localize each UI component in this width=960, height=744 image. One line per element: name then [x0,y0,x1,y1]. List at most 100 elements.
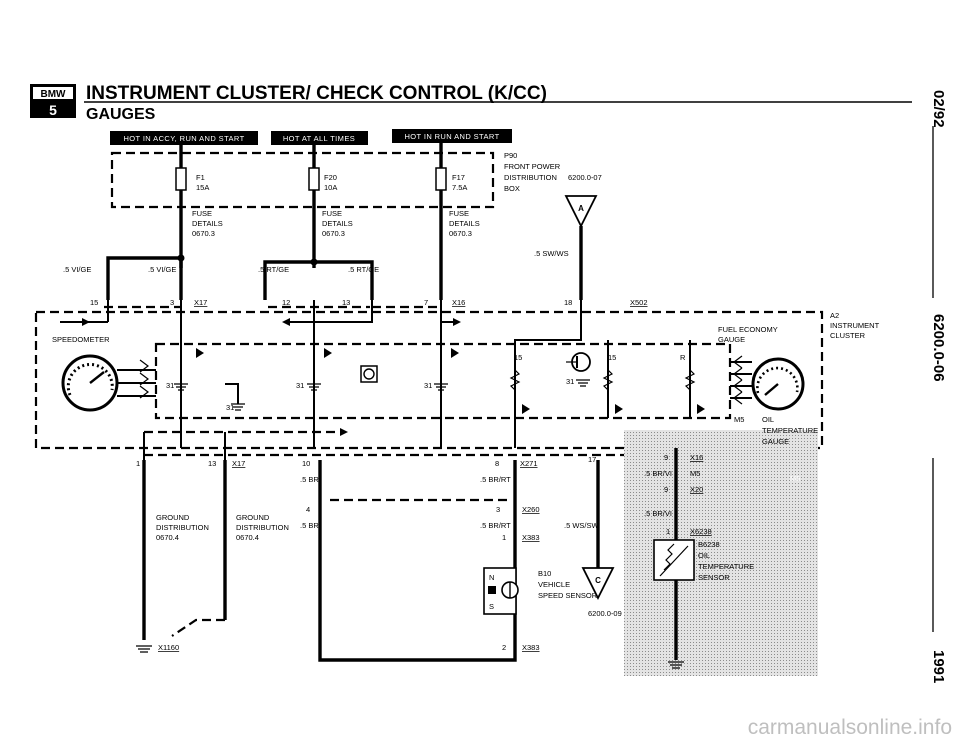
fuse-f1-details-2: DETAILS [192,219,223,228]
vss-pin-s: S [489,602,494,611]
wire-label-vi-ge-1: .5 VI/GE [63,265,91,274]
check-control-icon [360,365,378,383]
banner-run-start-label: HOT IN RUN AND START [404,132,499,141]
vss-ref: 6200.0-09 [588,609,622,618]
pin-3: 3 [170,298,174,307]
oil-gauge-arrows [733,355,743,405]
arrow-3 [453,318,461,326]
banner-run-start [392,129,512,143]
ref-a-label: A [578,204,584,213]
pin-3-b: 3 [496,505,500,514]
ground-dist-1-line-3: 0670.4 [156,533,179,542]
vehicle-speed-sensor-icon [483,567,519,615]
arrow-6 [451,348,459,358]
fuse-f1-symbol [175,167,187,191]
connector-x17-b: X17 [232,459,245,468]
ground-31-d-label: 31 [424,381,432,390]
connector-x383-a: X383 [522,533,540,542]
ground-31-c [307,383,321,391]
page-subtitle: GAUGES [86,106,156,123]
m5-label-b: M5 [690,469,700,478]
wire-label-sw-ws: .5 SW/WS [534,249,569,258]
wire-label-ws-sw: .5 WS/SW [564,521,600,530]
wire-rt-ge-left [263,260,314,300]
pin-9: 9 [664,453,668,462]
splice-2 [310,258,318,266]
ground-31-a-label: 31 [166,381,174,390]
connector-x1160: X1160 [158,643,179,652]
splice-1 [177,254,185,262]
fuel-economy-line-2: GAUGE [718,335,745,344]
pin-15: 15 [90,298,98,307]
oil-gauge-leads [730,361,752,399]
vss-pin-n: N [489,573,494,582]
ref-c-label: C [595,576,601,585]
m5-tag: M5 [790,474,800,483]
pin-13-b: 13 [208,459,216,468]
int-wire-rt [285,300,373,323]
ground-dist-2-line-2: DISTRIBUTION [236,523,289,532]
oil-sensor-line-2: TEMPERATURE [698,562,754,571]
pin-4: 4 [306,505,310,514]
ground-dist-1-line-1: GROUND [156,513,190,522]
banner-accy [110,131,258,145]
oil-sensor-line-1: OIL [698,551,710,560]
connector-x502: X502 [630,298,648,307]
ground-31-e [576,379,590,387]
wire-label-vi-ge-2: .5 VI/GE [148,265,176,274]
arrow-8 [615,404,623,414]
oil-temp-sensor-icon [653,539,695,581]
wire-label-br-vi-1: .5 BR/VI [644,469,672,478]
wire-vss-loop [318,460,517,662]
fuse-box-label-1: FRONT POWER [504,162,561,171]
pin-9-b: 9 [664,485,668,494]
pin-1: 1 [136,459,140,468]
logo-brand: BMW [41,89,67,100]
fuse-f1-rating: 15A [196,183,209,192]
page-title: INSTRUMENT CLUSTER/ CHECK CONTROL (K/CC) [86,83,547,104]
vss-line-2: SPEED SENSOR [538,591,598,600]
ground-dist-1-line-2: DISTRIBUTION [156,523,209,532]
wire-label-br-rt-2: .5 BR/RT [480,521,511,530]
m5-tag-shade [786,470,818,486]
fuse-f1-details-1: FUSE [192,209,212,218]
fuse-f20-details-2: DETAILS [322,219,353,228]
ref-a-triangle [564,195,598,229]
banner-all-times-label: HOT AT ALL TIMES [283,134,355,143]
cluster-outline [34,310,824,450]
ground-31-c-label: 31 [296,381,304,390]
connector-x20: X20 [690,485,703,494]
fuel-economy-line-1: FUEL ECONOMY [718,325,778,334]
pin-8: 8 [495,459,499,468]
fuse-f20-symbol [308,167,320,191]
banner-accy-label: HOT IN ACCY, RUN AND START [123,134,244,143]
fuse-f20-rating: 10A [324,183,337,192]
oil-sensor-ground-icon [668,661,684,669]
ground-x1160-icon [136,645,152,653]
oil-temp-line-3: GAUGE [762,437,789,446]
speedometer-arrows [139,359,149,399]
wire-label-rt-ge-2: .5 RT/GE [348,265,379,274]
watermark: carmanualsonline.info [748,716,952,739]
fuse-f17-details-2: DETAILS [449,219,480,228]
oil-temp-line-1: OIL [762,415,774,424]
fuse-f1-id: F1 [196,173,205,182]
pin-10: 10 [302,459,310,468]
vss-code: B10 [538,569,551,578]
pin-1-c: 1 [666,527,670,536]
fuse-box-outline [110,151,495,209]
cluster-label-1: INSTRUMENT [830,321,880,330]
side-date: 02/92 [930,90,947,128]
pin-7: 7 [424,298,428,307]
cluster-code: A2 [830,311,839,320]
oil-temp-line-2: TEMPERATURE [762,426,818,435]
fuse-f17-details-3: 0670.3 [449,229,472,238]
pin-15-c: 15 [608,353,616,362]
pin-r: R [680,353,686,362]
speedometer-gauge-icon [61,354,119,412]
fuse-f17-details-1: FUSE [449,209,469,218]
speedometer-label: SPEEDOMETER [52,335,110,344]
wire-vi-ge-left [106,256,181,300]
ground-31-d [434,383,448,391]
